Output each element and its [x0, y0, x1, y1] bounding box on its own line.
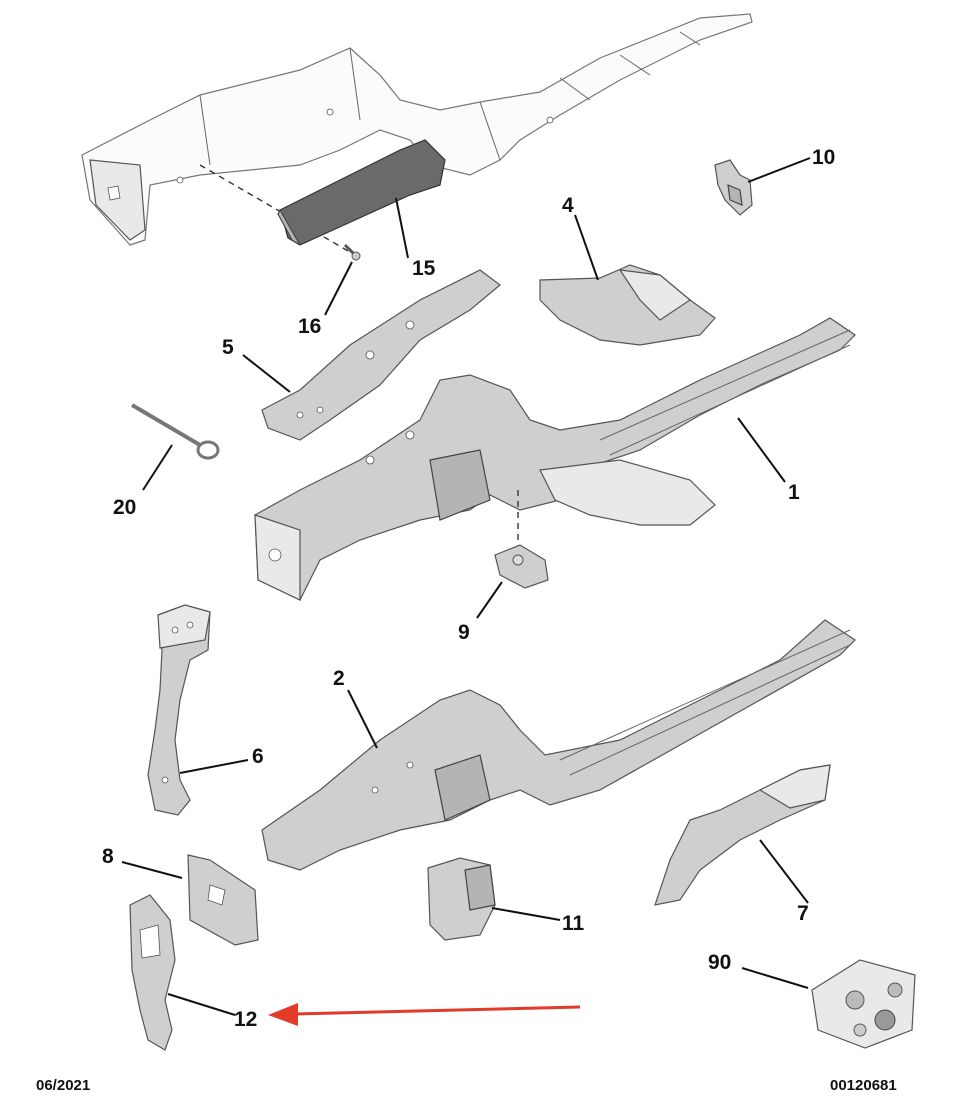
part-10-clip	[714, 159, 753, 216]
part-90-hardware-kit	[811, 959, 916, 1049]
part-1-front-side-member	[254, 317, 856, 601]
callout-10: 10	[812, 146, 836, 169]
part-15-reinforcement	[277, 139, 446, 246]
part-12-bracket	[129, 894, 176, 1051]
part-5-bracket	[261, 269, 501, 441]
footer-reference: 00120681	[830, 1077, 897, 1094]
part-6-bracket	[147, 604, 211, 816]
callout-12: 12	[234, 1008, 258, 1031]
callout-1: 1	[788, 481, 800, 504]
part-2-side-member	[261, 619, 856, 871]
part-4-wheelhouse-panel	[539, 264, 716, 346]
leader-lines	[121, 157, 811, 1016]
part-20-eye-bolt	[130, 403, 220, 460]
red-pointer-arrow	[268, 1003, 581, 1026]
callout-20: 20	[113, 496, 137, 519]
callout-5: 5	[222, 336, 234, 359]
upper-frame-rail	[81, 13, 753, 246]
callout-9: 9	[458, 621, 470, 644]
callout-6: 6	[252, 745, 264, 768]
callout-7: 7	[797, 902, 809, 925]
part-8-plate	[187, 854, 259, 946]
callout-11: 11	[562, 912, 585, 935]
part-16-bolt	[343, 243, 361, 261]
callout-90: 90	[708, 951, 732, 974]
part-7-reinforcement	[654, 764, 831, 906]
callout-15: 15	[412, 257, 436, 280]
callout-16: 16	[298, 315, 322, 338]
footer-date: 06/2021	[36, 1077, 91, 1094]
callout-4: 4	[562, 194, 574, 217]
callout-8: 8	[102, 845, 114, 868]
callout-2: 2	[333, 667, 345, 690]
bolt-axis-line	[199, 164, 356, 256]
part-11-bracket	[427, 857, 496, 941]
part-9-mount	[494, 544, 549, 589]
